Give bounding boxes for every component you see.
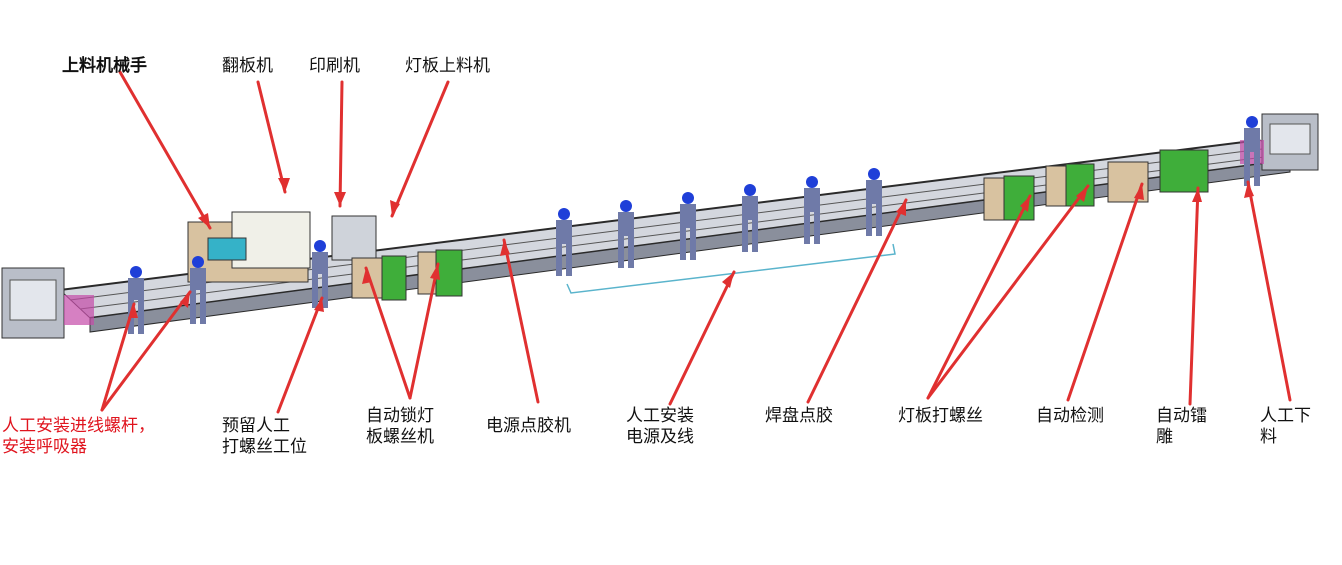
label-auto-inspect: 自动检测 xyxy=(1036,406,1104,426)
label-manual-power: 人工安装 电源及线 xyxy=(626,406,694,448)
arrow-auto-lock-1 xyxy=(364,266,412,400)
worker-figure xyxy=(1244,116,1260,186)
label-reserved-station: 预留人工 打螺丝工位 xyxy=(222,416,307,458)
flip-printer-machines xyxy=(187,211,377,283)
label-manual-unload-line1: 人工下 xyxy=(1260,406,1311,426)
label-manual-unload: 人工下 料 xyxy=(1260,406,1311,448)
worker-figure xyxy=(680,192,696,260)
label-auto-lock-line1: 自动锁灯 xyxy=(366,406,434,426)
arrow-pad-glue xyxy=(806,198,908,404)
label-reserved-line1: 预留人工 xyxy=(222,416,290,436)
worker-figure xyxy=(312,240,328,308)
arrow-glue-machine xyxy=(502,238,540,404)
worker-figure xyxy=(190,256,206,324)
worker-figure xyxy=(742,184,758,252)
label-glue-machine: 电源点胶机 xyxy=(486,416,571,436)
arrow-board-screw-2 xyxy=(926,184,1090,400)
worker-figure xyxy=(618,200,634,268)
arrow-reserved-station xyxy=(276,296,324,414)
worker-figure xyxy=(866,168,882,236)
arrow-manual-power xyxy=(668,270,736,406)
label-manual-power-line1: 人工安装 xyxy=(626,406,694,426)
label-manual-install-line2: 安装呼吸器 xyxy=(2,437,87,457)
label-flip-machine: 翻板机 xyxy=(222,56,273,76)
arrow-manual-install-1 xyxy=(100,302,136,412)
callout-arrows xyxy=(100,70,1292,414)
label-board-screw: 灯板打螺丝 xyxy=(898,406,983,426)
label-manual-install: 人工安装进线螺杆， 安装呼吸器 xyxy=(2,416,155,458)
unloading-end-machine xyxy=(1,267,94,339)
label-printer: 印刷机 xyxy=(309,56,360,76)
arrow-manual-unload xyxy=(1246,180,1292,402)
label-auto-lock-line2: 板螺丝机 xyxy=(366,427,434,447)
worker-figure xyxy=(556,208,572,276)
label-auto-engrave-line2: 雕 xyxy=(1156,427,1173,447)
label-board-loader: 灯板上料机 xyxy=(405,56,490,76)
label-auto-lock: 自动锁灯 板螺丝机 xyxy=(366,406,434,448)
arrow-auto-engrave xyxy=(1188,186,1200,406)
arrow-auto-inspect xyxy=(1066,182,1144,402)
arrow-loading-robot xyxy=(118,70,212,230)
arrow-flip-machine xyxy=(256,80,287,194)
label-loading-robot: 上料机械手 xyxy=(62,56,147,76)
label-pad-glue: 焊盘点胶 xyxy=(765,406,833,426)
label-manual-install-line1: 人工安装进线螺杆， xyxy=(2,416,155,436)
label-reserved-line2: 打螺丝工位 xyxy=(222,437,307,457)
arrow-printer xyxy=(338,80,344,208)
label-manual-unload-line2: 料 xyxy=(1260,427,1277,447)
label-auto-engrave-line1: 自动镭 xyxy=(1156,406,1207,426)
label-manual-power-line2: 电源及线 xyxy=(626,427,694,447)
arrow-board-loader xyxy=(390,80,450,218)
lock-screw-station xyxy=(351,249,463,301)
arrow-heads xyxy=(128,178,1254,318)
worker-figure xyxy=(804,176,820,244)
arrow-auto-lock-2 xyxy=(408,262,440,400)
arrow-manual-install-2 xyxy=(100,290,192,412)
arrow-board-screw-1 xyxy=(926,194,1032,400)
label-auto-engrave: 自动镭 雕 xyxy=(1156,406,1207,448)
